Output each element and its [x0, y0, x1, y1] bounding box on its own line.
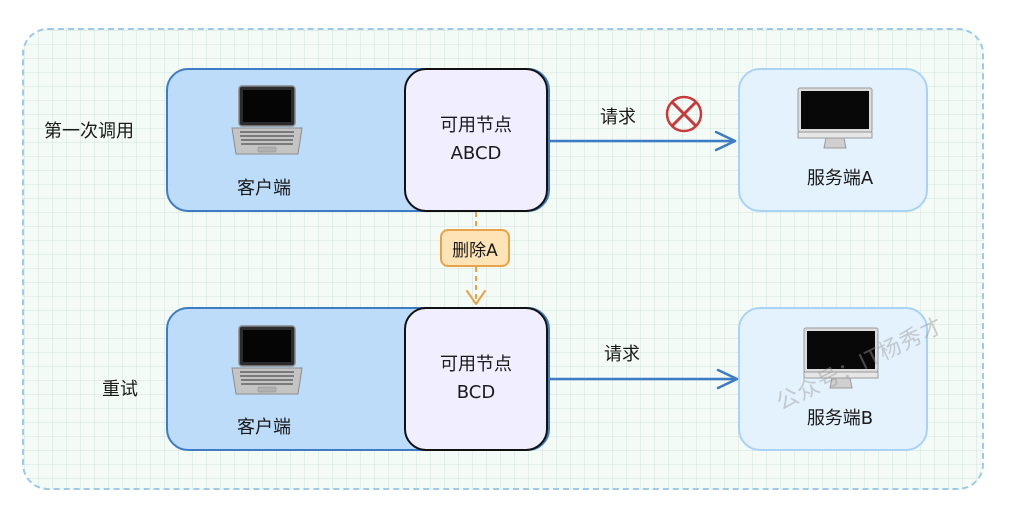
node-title: 可用节点 — [440, 354, 512, 375]
row-label-retry: 重试 — [102, 379, 138, 400]
row-label-first-call: 第一次调用 — [44, 121, 134, 142]
client-label-retry: 客户端 — [237, 417, 291, 438]
client-label-first-call: 客户端 — [237, 178, 291, 199]
monitor-icon — [803, 327, 879, 389]
node-title: 可用节点 — [440, 115, 512, 136]
request-label-first-call: 请求 — [600, 107, 636, 128]
delete-node-tag: 删除A — [440, 229, 510, 267]
delete-node-label: 删除A — [452, 240, 498, 261]
available-nodes-box-retry: 可用节点 BCD — [404, 307, 548, 451]
request-arrow-retry — [548, 368, 739, 390]
request-label-retry: 请求 — [604, 344, 640, 365]
laptop-icon — [231, 325, 303, 395]
node-list: ABCD — [450, 143, 502, 164]
laptop-icon — [231, 85, 303, 155]
server-label-a: 服务端A — [806, 168, 874, 189]
node-list: BCD — [456, 382, 496, 403]
blocked-icon — [665, 95, 703, 133]
monitor-icon — [797, 87, 873, 149]
available-nodes-box-first-call: 可用节点 ABCD — [404, 68, 548, 212]
server-label-b: 服务端B — [806, 408, 874, 429]
request-arrow-first-call — [548, 130, 737, 152]
delete-transition-arrow — [466, 212, 486, 305]
